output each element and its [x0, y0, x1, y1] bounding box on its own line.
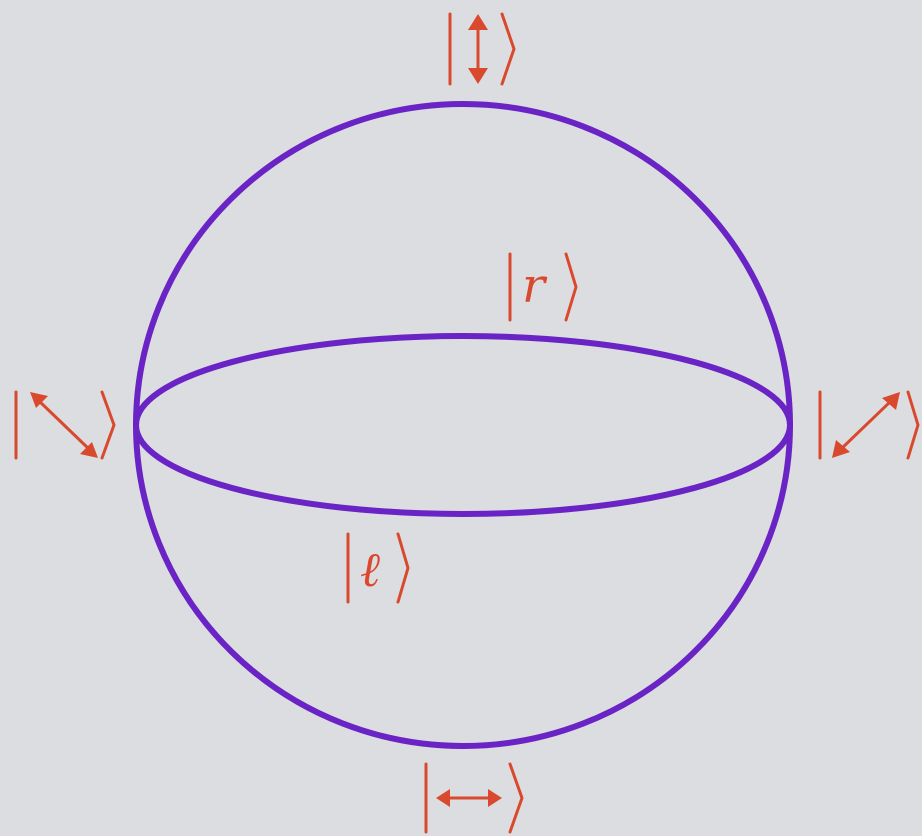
horizontal-double-arrow-icon	[436, 789, 502, 807]
state-label-diagonal-left	[14, 390, 116, 460]
state-label-diagonal-right	[818, 390, 920, 460]
diagonal-sw-ne-double-arrow-icon	[832, 392, 900, 458]
left-circular-symbol: ℓ	[360, 542, 380, 598]
sphere-outline	[133, 101, 793, 749]
right-circular-symbol: r	[522, 258, 548, 314]
equator-ellipse	[133, 333, 793, 517]
state-label-horizontal	[424, 762, 524, 834]
state-label-vertical	[448, 12, 516, 86]
state-label-left-circular: ℓ	[346, 532, 410, 604]
state-label-right-circular: r	[508, 252, 578, 322]
diagonal-nw-se-double-arrow-icon	[30, 392, 98, 458]
vertical-double-arrow-icon	[468, 14, 488, 84]
